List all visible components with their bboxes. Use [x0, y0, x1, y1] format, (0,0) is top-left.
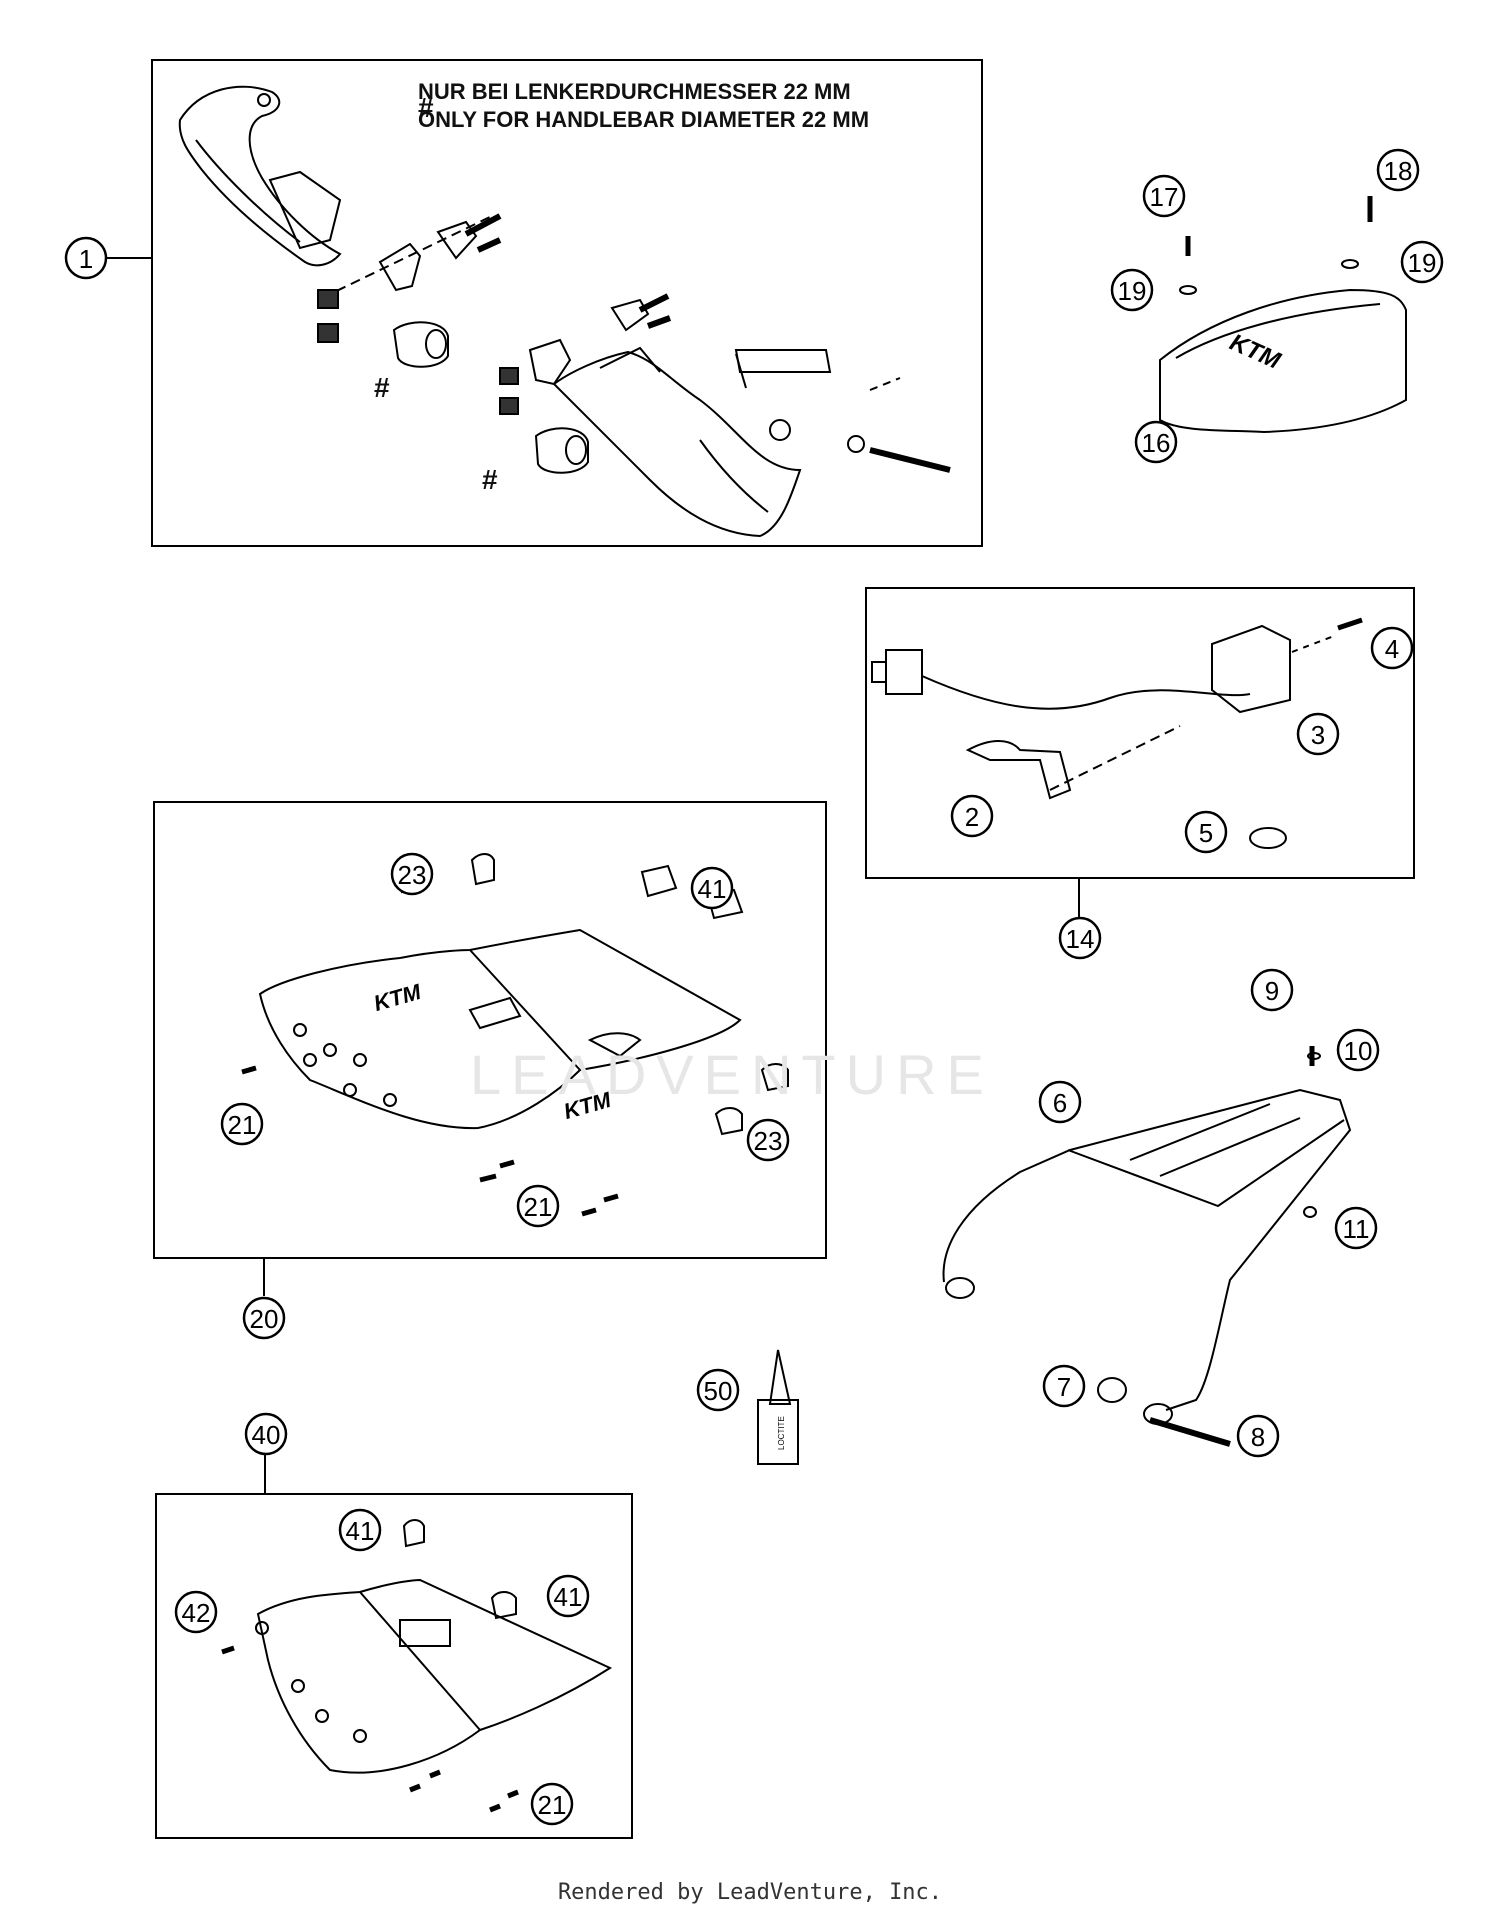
part-marker-hash-2: #: [482, 464, 498, 495]
callout-20: 20: [250, 1304, 279, 1334]
callout-circle-40: [244, 1412, 288, 1456]
note-german: NUR BEI LENKERDURCHMESSER 22 MM: [418, 79, 851, 104]
callout-23a: 23: [398, 860, 427, 890]
part-marker-hash-1: #: [374, 372, 390, 403]
callout-10: 10: [1344, 1036, 1373, 1066]
handlebar-note: NUR BEI LENKERDURCHMESSER 22 MM ONLY FOR…: [418, 78, 869, 134]
callout-42: 42: [182, 1598, 211, 1628]
callout-18: 18: [1384, 156, 1413, 186]
callout-circle-23a: [390, 852, 434, 896]
callout-7: 7: [1057, 1372, 1071, 1402]
callout-circle-14: [1058, 916, 1102, 960]
note-english: ONLY FOR HANDLEBAR DIAMETER 22 MM: [418, 107, 870, 132]
callout-17: 17: [1150, 182, 1179, 212]
callout-21a: 21: [228, 1110, 257, 1140]
callout-3: 3: [1311, 720, 1325, 750]
seat-brand-mark: KTM: [1226, 329, 1285, 375]
light-kit: [871, 617, 1363, 849]
callout-41c: 41: [554, 1582, 583, 1612]
callout-circle-5: [1184, 810, 1228, 854]
callout-circle-10: [1336, 1028, 1380, 1072]
callout-4: 4: [1385, 634, 1399, 664]
callout-circle-11: [1334, 1206, 1378, 1250]
callout-41a: 41: [698, 874, 727, 904]
callout-circle-17: [1142, 174, 1186, 218]
loctite-label: LOCTITE: [777, 1416, 786, 1450]
callout-circle-3: [1296, 712, 1340, 756]
callout-circle-20: [242, 1296, 286, 1340]
callout-circle-16: [1134, 420, 1178, 464]
loctite-tube: [757, 1349, 799, 1465]
callout-40: 40: [252, 1420, 281, 1450]
rear-rack: [942, 1046, 1352, 1447]
callout-circle-7: [1042, 1364, 1086, 1408]
callout-circle-18: [1376, 148, 1420, 192]
callout-circle-4: [1370, 626, 1414, 670]
callout-circle-50: [696, 1368, 740, 1412]
callout-circle-8: [1236, 1414, 1280, 1458]
callout-14: 14: [1066, 924, 1095, 954]
callout-6: 6: [1053, 1088, 1067, 1118]
callout-circle-41c: [546, 1574, 590, 1618]
light-kit-frame: [865, 587, 1415, 879]
callout-11: 11: [1343, 1214, 1370, 1244]
callout-2: 2: [965, 802, 979, 832]
callout-5: 5: [1199, 818, 1213, 848]
handguard-right: [499, 293, 951, 538]
callout-circle-23b: [746, 1118, 790, 1162]
callout-circle-21a: [220, 1102, 264, 1146]
callout-50: 50: [704, 1376, 733, 1406]
skid-plate-alt: [221, 1519, 613, 1813]
mount-clamps-left: [317, 213, 502, 368]
callout-circle-1: [64, 236, 108, 280]
callout-8: 8: [1251, 1422, 1265, 1452]
callout-circle-21b: [516, 1184, 560, 1228]
callout-21b: 21: [524, 1192, 553, 1222]
callout-circle-21c: [530, 1782, 574, 1826]
callout-1: 1: [79, 244, 93, 274]
callout-circle-9: [1250, 968, 1294, 1012]
skid-plate-frame: [153, 801, 827, 1259]
callout-circle-6: [1038, 1080, 1082, 1124]
callout-circle-41b: [338, 1508, 382, 1552]
callout-19b: 19: [1408, 248, 1437, 278]
callout-21c: 21: [538, 1790, 567, 1820]
callout-23b: 23: [754, 1126, 783, 1156]
callout-circle-42: [174, 1590, 218, 1634]
skid-brand-mark-1: KTM: [371, 979, 424, 1016]
callout-circle-41a: [690, 866, 734, 910]
callout-circle-19a: [1110, 268, 1154, 312]
note-symbol: #: [418, 92, 434, 123]
callout-19a: 19: [1118, 276, 1147, 306]
callout-16: 16: [1142, 428, 1171, 458]
skid-plate-alt-frame: [155, 1493, 633, 1839]
handguard-frame: [151, 59, 983, 547]
callout-41b: 41: [346, 1516, 375, 1546]
watermark: LEADVENTURE: [470, 1043, 994, 1106]
callout-9: 9: [1265, 976, 1279, 1006]
callout-circle-2: [950, 794, 994, 838]
callout-circle-19b: [1400, 240, 1444, 284]
footer-credit: Rendered by LeadVenture, Inc.: [557, 1880, 943, 1905]
seat-pad: [1159, 196, 1407, 434]
handguard-left: [178, 85, 342, 267]
